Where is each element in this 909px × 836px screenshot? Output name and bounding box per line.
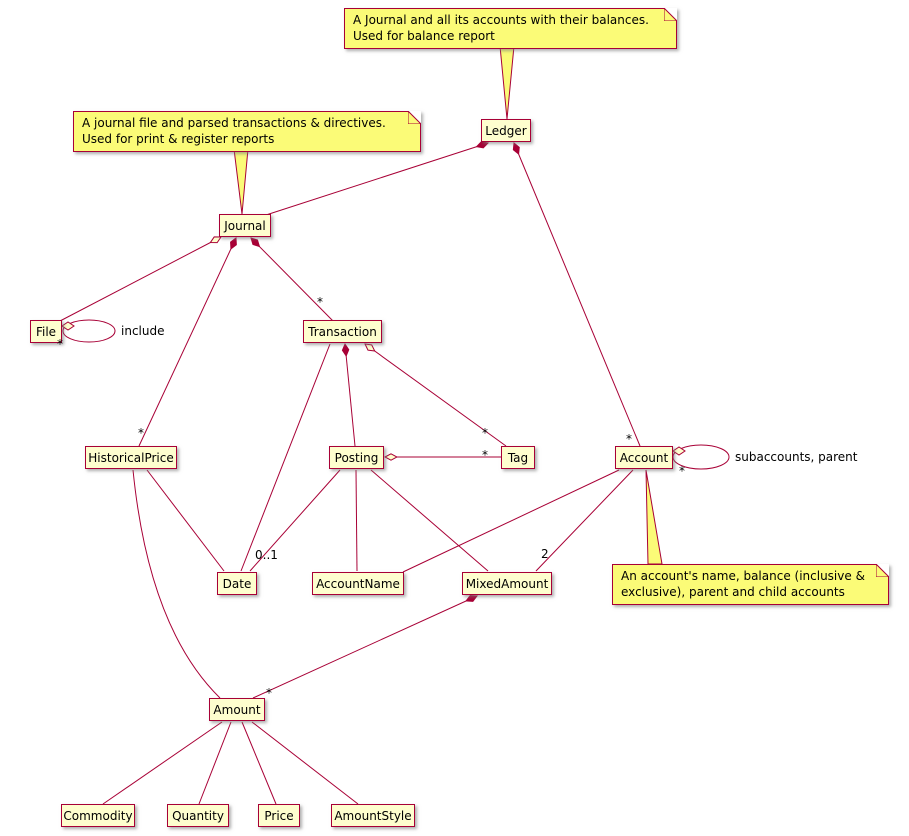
edge-account-accountname — [402, 469, 620, 573]
mult-mixedamount-amount: * — [266, 686, 272, 700]
label-include: include — [121, 324, 165, 338]
class-commodity: Commodity — [61, 804, 135, 827]
edge-posting-accountname — [355, 469, 358, 572]
mult-journal-historicalprice: * — [138, 426, 144, 440]
edge-transaction-tag — [365, 344, 507, 447]
mult-account-mixedamount: 2 — [541, 547, 549, 561]
edge-ledger-journal — [265, 143, 488, 216]
class-file: File — [30, 320, 62, 343]
diamond-account-self — [672, 446, 686, 456]
edge-amount-quantity — [198, 721, 232, 805]
edge-file-self-loop — [62, 319, 116, 343]
note-connector-journal — [233, 148, 249, 215]
edge-historicalprice-amount — [132, 469, 221, 699]
class-ledger: Ledger — [481, 119, 531, 142]
note-ledger-line2: Used for balance report — [353, 29, 495, 43]
mult-ledger-account: * — [626, 432, 632, 446]
mult-account-subaccounts: * — [679, 464, 685, 478]
note-journal: A journal file and parsed transactions &… — [73, 111, 421, 152]
note-account-line2: exclusive), parent and child accounts — [621, 585, 845, 599]
diamond-file-self — [61, 321, 75, 331]
edge-amount-commodity — [102, 721, 223, 805]
class-transaction: Transaction — [303, 320, 382, 343]
edge-posting-mixedamount — [370, 469, 489, 572]
edge-historicalprice-date — [146, 469, 225, 572]
note-connector-account — [645, 469, 663, 565]
edge-ledger-account — [514, 143, 641, 447]
label-subaccounts-parent: subaccounts, parent — [735, 450, 858, 464]
class-amount: Amount — [209, 698, 265, 721]
note-ledger: A Journal and all its accounts with thei… — [344, 8, 677, 49]
edge-journal-file — [59, 237, 221, 322]
class-journal: Journal — [219, 214, 271, 237]
mult-posting-tag: * — [482, 448, 488, 462]
mult-file-include: * — [57, 337, 63, 351]
note-corner-fold-icon — [664, 8, 677, 21]
note-ledger-line1: A Journal and all its accounts with thei… — [353, 13, 649, 27]
mult-posting-date: 0..1 — [255, 548, 278, 562]
class-historicalprice: HistoricalPrice — [85, 446, 177, 469]
note-corner-fold-icon — [876, 564, 889, 577]
note-journal-line2: Used for print & register reports — [82, 132, 275, 146]
edge-journal-historicalprice — [138, 238, 236, 447]
class-quantity: Quantity — [167, 804, 229, 827]
class-price: Price — [258, 804, 300, 827]
class-amountstyle: AmountStyle — [331, 804, 415, 827]
edge-posting-date — [249, 469, 341, 572]
note-connector-ledger — [499, 45, 515, 120]
class-account: Account — [615, 446, 673, 469]
edge-amount-amountstyle — [251, 721, 359, 805]
class-accountname: AccountName — [312, 572, 404, 595]
class-mixedamount: MixedAmount — [462, 572, 552, 595]
note-account: An account's name, balance (inclusive & … — [612, 564, 889, 605]
edge-transaction-posting — [345, 344, 356, 447]
edge-transaction-date — [240, 343, 331, 572]
edge-journal-transaction — [251, 238, 334, 322]
class-posting: Posting — [329, 446, 384, 469]
note-account-line1: An account's name, balance (inclusive & — [621, 569, 865, 583]
edge-account-self-loop — [672, 444, 730, 470]
class-tag: Tag — [501, 446, 535, 469]
mult-journal-transaction: * — [317, 295, 323, 309]
edge-account-mixedamount — [535, 469, 634, 572]
mult-transaction-tag: * — [482, 426, 488, 440]
edge-amount-price — [241, 721, 277, 805]
note-journal-line1: A journal file and parsed transactions &… — [82, 116, 386, 130]
class-date: Date — [217, 572, 257, 595]
note-corner-fold-icon — [408, 111, 421, 124]
edge-mixedamount-amount — [252, 596, 477, 699]
